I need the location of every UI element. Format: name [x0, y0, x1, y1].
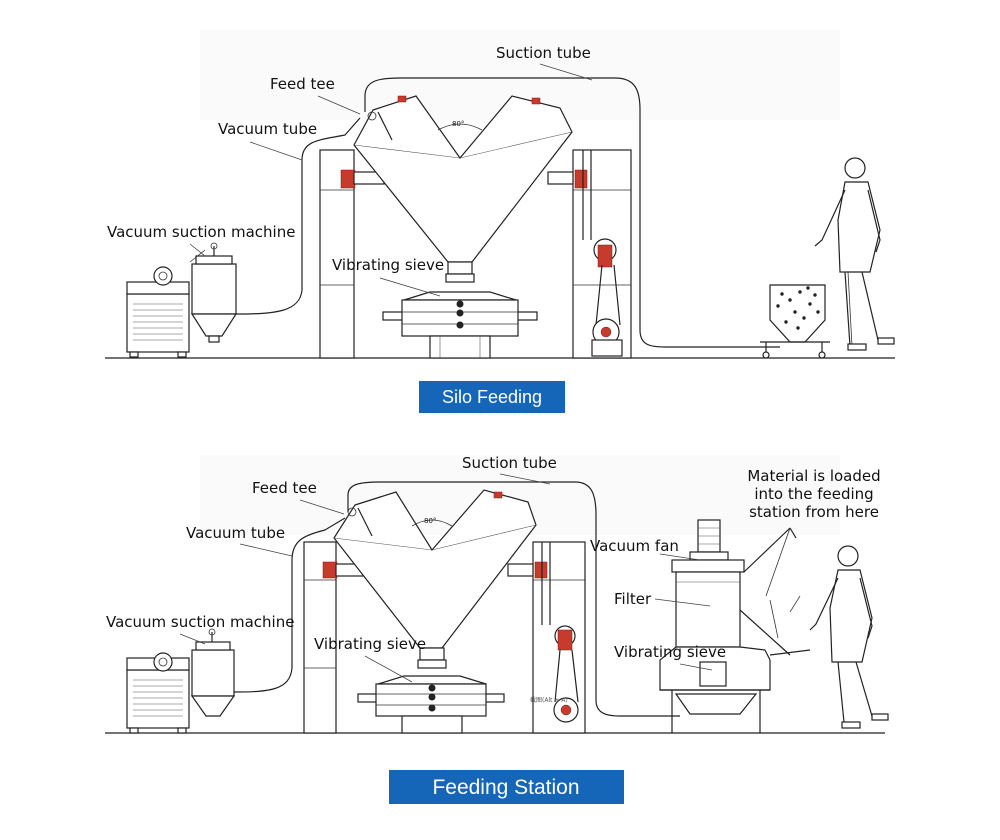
- angle-label: 80°: [424, 517, 436, 525]
- operator-figure: [814, 157, 895, 351]
- vacuum-fan-label: Vacuum fan: [590, 537, 679, 555]
- vacuum-suction-machine-label: Vacuum suction machine: [106, 613, 294, 631]
- background-watermark: [200, 30, 840, 535]
- material-loaded-line-3: station from here: [749, 503, 879, 521]
- vacuum-suction-machine-label: Vacuum suction machine: [107, 223, 295, 241]
- suction-tube-label: Suction tube: [462, 454, 557, 472]
- screenshot-tooltip-text: 截图(Alt + A): [530, 696, 568, 704]
- vacuum-tube-label: Vacuum tube: [186, 524, 285, 542]
- vacuum-suction-machine: [126, 628, 236, 734]
- feeding-station-banner: [389, 770, 624, 804]
- material-loaded-line-2: into the feeding: [754, 485, 873, 503]
- silo-hopper: [760, 284, 830, 359]
- vibrating-sieve-label: Vibrating sieve: [332, 256, 444, 274]
- vacuum-tube-label: Vacuum tube: [218, 120, 317, 138]
- operator-figure: [809, 545, 889, 729]
- silo-feeding-banner: [419, 381, 565, 413]
- suction-tube: [347, 481, 680, 717]
- feed-tee-label: Feed tee: [270, 75, 335, 93]
- feeding-station-panel: 截图(Alt + A) 80°: [105, 454, 889, 804]
- right-frame-column: [547, 149, 632, 359]
- material-loaded-line-1: Material is loaded: [747, 467, 880, 485]
- suction-tube: [364, 77, 780, 348]
- suction-tube-label: Suction tube: [496, 44, 591, 62]
- vibrating-sieve-label: Vibrating sieve: [314, 635, 426, 653]
- silo-feeding-panel: 80°: [105, 44, 895, 413]
- vibrating-sieve-station-label: Vibrating sieve: [614, 643, 726, 661]
- right-frame-column: 截图(Alt + A): [507, 541, 586, 734]
- vacuum-suction-machine: [126, 242, 238, 358]
- feeding-station-banner-text: Feeding Station: [432, 776, 579, 799]
- vacuum-tube: [233, 517, 346, 693]
- feed-tee-label: Feed tee: [252, 479, 317, 497]
- v-blender: 80°: [353, 95, 573, 275]
- left-frame-column: [319, 149, 385, 359]
- feeding-station: [659, 519, 811, 733]
- filter-label: Filter: [614, 590, 652, 608]
- vacuum-tube: [235, 117, 361, 315]
- vibrating-sieve: [357, 659, 505, 734]
- angle-label: 80°: [452, 120, 464, 128]
- v-blender: 80°: [333, 489, 537, 661]
- material-loaded-note: Material is loaded into the feeding stat…: [747, 467, 881, 613]
- left-frame-column: [303, 541, 365, 734]
- silo-feeding-banner-text: Silo Feeding: [442, 387, 542, 407]
- vibrating-sieve: [382, 273, 538, 359]
